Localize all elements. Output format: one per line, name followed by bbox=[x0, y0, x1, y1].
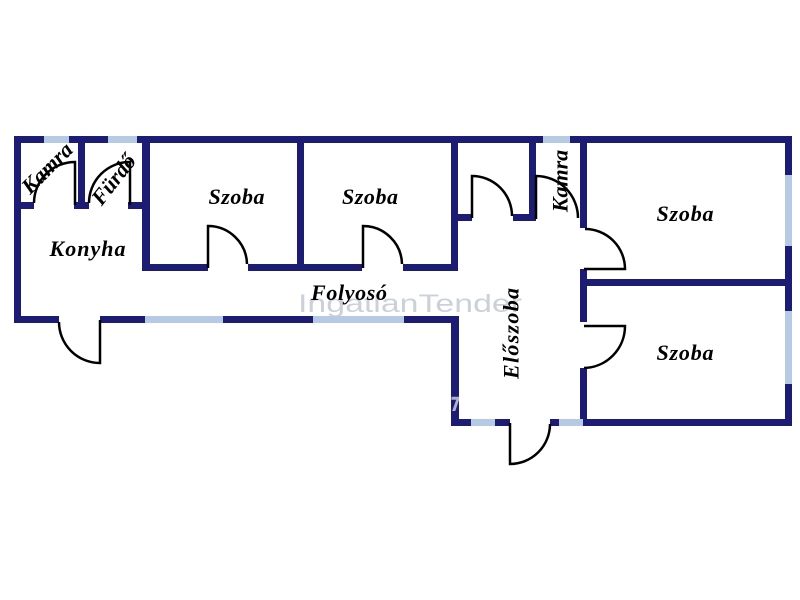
svg-text:Előszoba: Előszoba bbox=[499, 288, 524, 380]
svg-text:Kamra: Kamra bbox=[548, 150, 573, 213]
svg-text:Szoba: Szoba bbox=[342, 184, 398, 209]
svg-text:Szoba: Szoba bbox=[657, 340, 714, 365]
svg-text:Konyha: Konyha bbox=[49, 236, 126, 261]
svg-text:Szoba: Szoba bbox=[657, 201, 714, 226]
svg-text:Folyosó: Folyosó bbox=[310, 280, 387, 305]
svg-text:Szoba: Szoba bbox=[209, 184, 265, 209]
svg-text:IngatlanTender: IngatlanTender bbox=[298, 290, 522, 318]
